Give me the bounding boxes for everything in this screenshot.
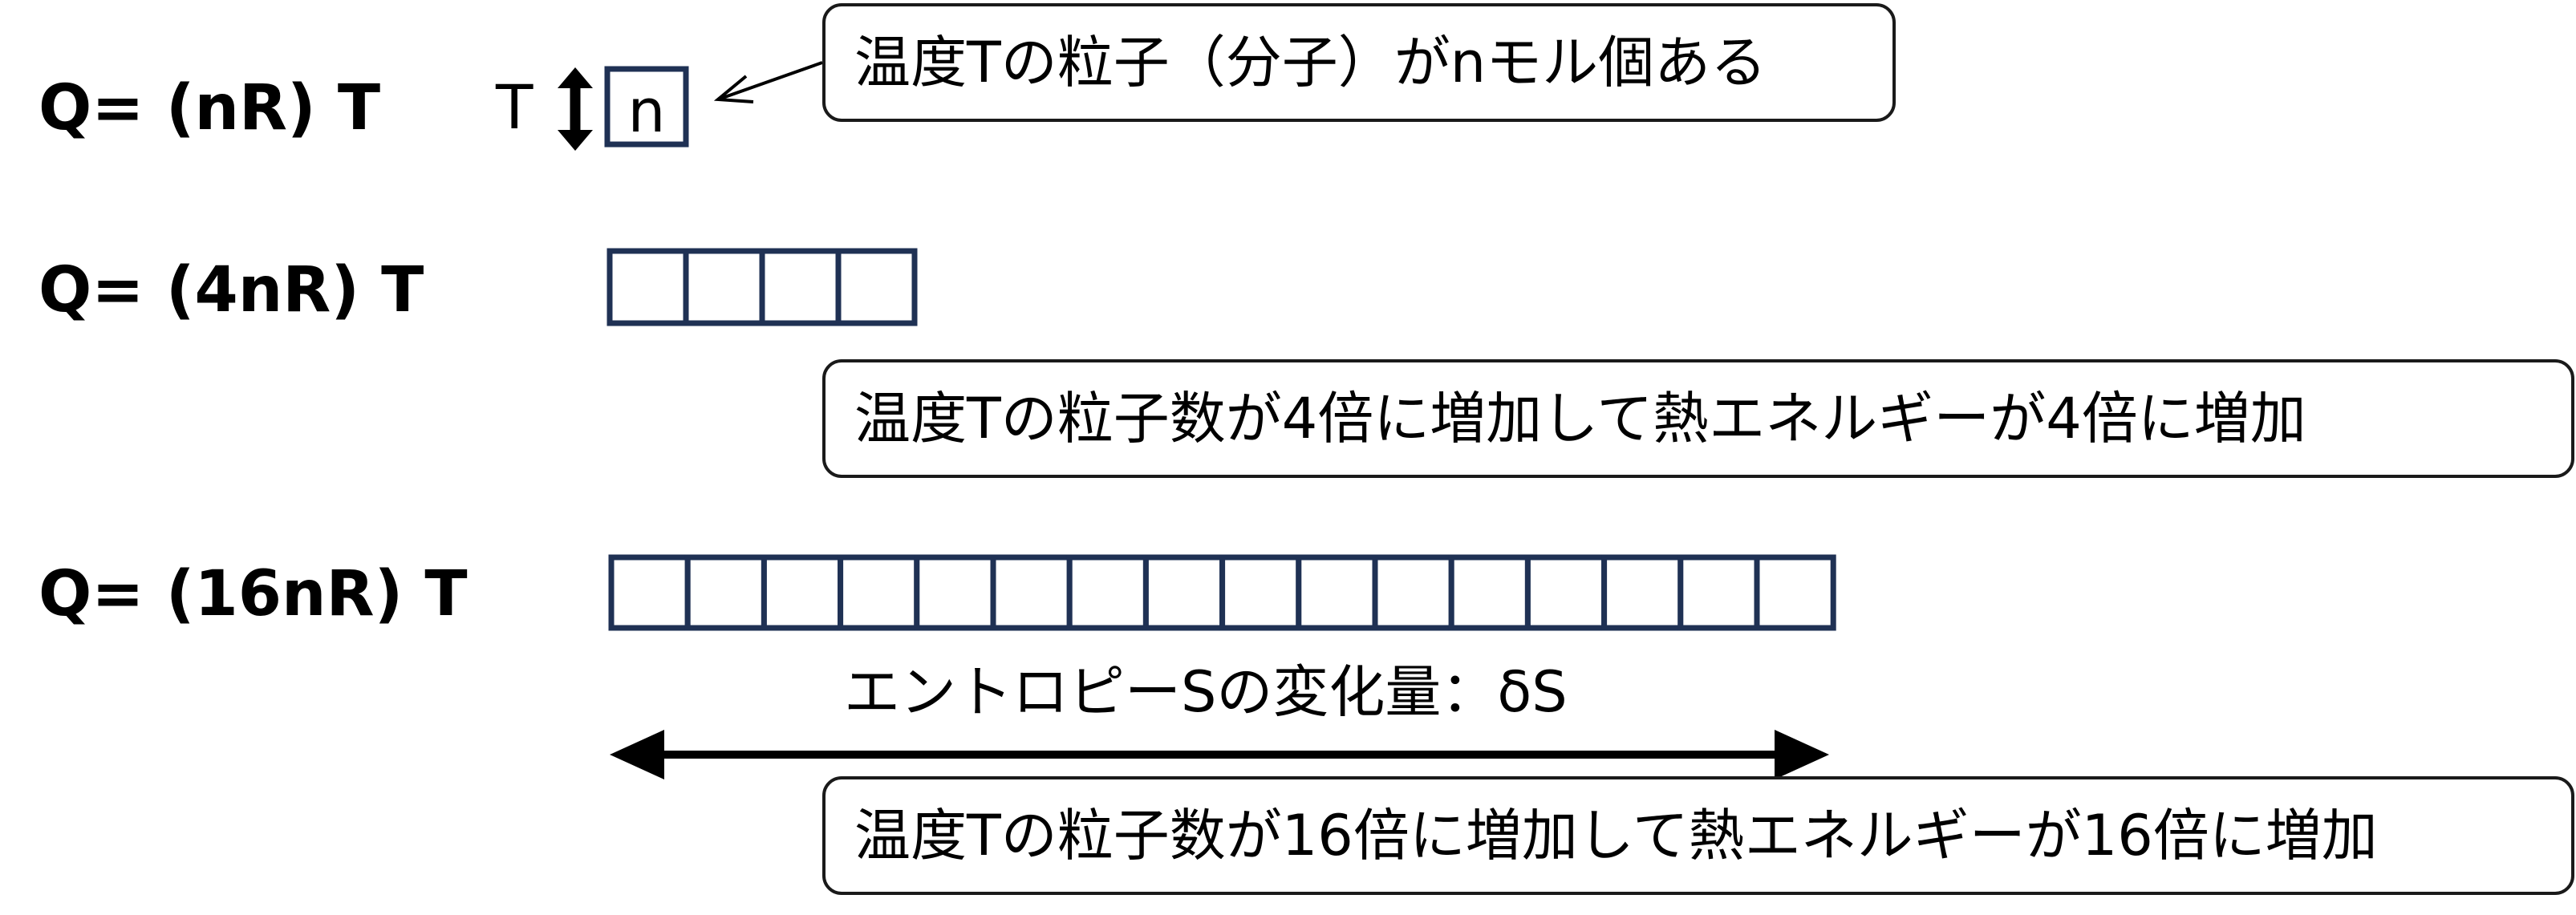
row3-cell-1 (608, 554, 691, 631)
temperature-label: T (496, 71, 533, 143)
row3-cell-6 (990, 554, 1073, 631)
entropy-label: エントロピーSの変化量：δS (844, 659, 1568, 725)
row2-cell-2 (683, 248, 765, 326)
entropy-span-arrow (610, 730, 1829, 779)
row3-cell-10 (1296, 554, 1378, 631)
callout-row-1: 温度Tの粒子（分子）がnモル個ある (822, 3, 1896, 122)
formula-row-3: Q= (16nR) T (39, 558, 468, 630)
row2-cell-4 (835, 248, 918, 326)
row3-cell-13 (1524, 554, 1608, 631)
formula-row-1: Q= (nR) T (39, 72, 381, 144)
row3-cell-9 (1219, 554, 1302, 631)
row3-cell-11 (1372, 554, 1454, 631)
row3-cell-12 (1448, 554, 1531, 631)
row3-cell-16 (1754, 554, 1836, 631)
row3-cell-14 (1601, 554, 1684, 631)
row3-cell-15 (1677, 554, 1760, 631)
row2-cell-1 (606, 248, 689, 326)
vertical-double-arrow-icon (558, 67, 593, 151)
callout-row-3: 温度Tの粒子数が16倍に増加して熱エネルギーが16倍に増加 (822, 776, 2574, 895)
row3-cell-4 (838, 554, 920, 631)
row3-cell-5 (914, 554, 996, 631)
callout-pointer-arrow (713, 61, 823, 103)
row2-cell-strip (606, 248, 918, 326)
callout-row-2-text: 温度Tの粒子数が4倍に増加して熱エネルギーが4倍に増加 (854, 386, 2306, 451)
row3-cell-7 (1066, 554, 1149, 631)
callout-row-2: 温度Tの粒子数が4倍に増加して熱エネルギーが4倍に増加 (822, 359, 2574, 478)
row3-cell-3 (761, 554, 844, 631)
row3-cell-2 (684, 554, 767, 631)
unit-cell-n (604, 66, 689, 148)
callout-row-3-text: 温度Tの粒子数が16倍に増加して熱エネルギーが16倍に増加 (854, 803, 2378, 868)
row3-cell-strip (608, 554, 1836, 631)
formula-row-2: Q= (4nR) T (39, 254, 424, 326)
row2-cell-3 (759, 248, 842, 326)
row3-cell-8 (1142, 554, 1226, 631)
callout-row-1-text: 温度Tの粒子（分子）がnモル個ある (854, 30, 1767, 95)
unit-cell-n-label: n (628, 77, 666, 146)
